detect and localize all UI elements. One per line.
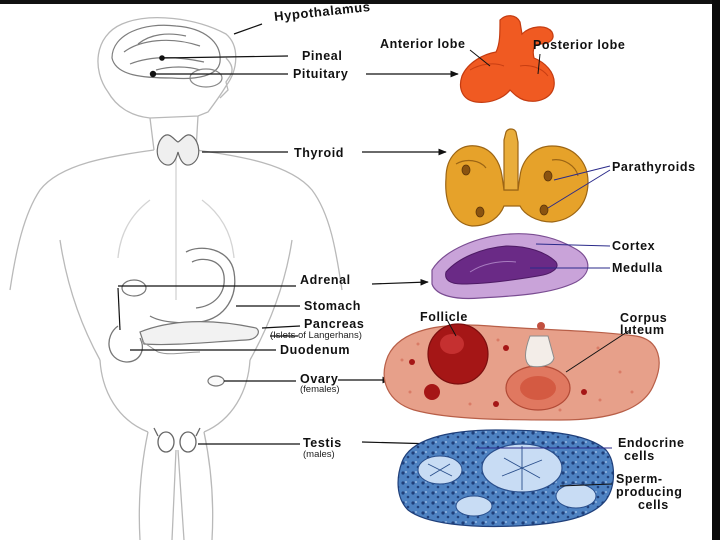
label-sperm-cells: cells <box>638 498 669 512</box>
label-pancreas: Pancreas <box>304 317 365 331</box>
parathyroid-leaders <box>547 165 611 209</box>
label-males: (males) <box>303 449 335 460</box>
label-testis: Testis <box>303 436 342 450</box>
label-pineal: Pineal <box>302 49 343 63</box>
body-thyroid <box>156 134 200 166</box>
adrenal-gland-icon <box>431 233 589 300</box>
pituitary-gland-icon <box>459 15 555 103</box>
brain-icon <box>111 24 221 80</box>
label-producing: producing <box>616 485 683 499</box>
label-females: (females) <box>300 384 340 395</box>
label-endocrine-cells: cells <box>624 449 655 463</box>
label-anterior-lobe: Anterior lobe <box>380 37 466 51</box>
label-endocrine: Endocrine <box>618 436 685 450</box>
body-ovary <box>207 375 225 387</box>
label-duodenum: Duodenum <box>280 343 351 357</box>
thyroid-gland-icon <box>445 128 589 227</box>
right-border <box>712 0 720 540</box>
ovary-icon <box>383 322 660 421</box>
label-posterior-lobe: Posterior lobe <box>533 38 626 52</box>
pituitary-dot <box>149 70 157 78</box>
label-pituitary: Pituitary <box>293 67 349 81</box>
label-parathyroids: Parathyroids <box>612 160 696 174</box>
label-ovary: Ovary <box>300 372 339 386</box>
body-pancreas <box>139 321 259 346</box>
pointer-lines <box>117 23 459 448</box>
label-islets: (Islets of Langerhans) <box>270 330 362 341</box>
label-cortex: Cortex <box>612 239 656 253</box>
body-outline <box>9 17 343 540</box>
ovary-texture <box>400 338 634 412</box>
pituitary-leaders <box>469 49 541 75</box>
label-stomach: Stomach <box>304 299 361 313</box>
body-testes <box>153 427 201 453</box>
label-sperm: Sperm- <box>616 472 663 486</box>
label-medulla: Medulla <box>612 261 663 275</box>
label-corpus: Corpus <box>620 311 668 325</box>
label-follicle: Follicle <box>420 310 468 324</box>
label-adrenal: Adrenal <box>300 273 351 287</box>
adrenal-leaders <box>530 243 611 269</box>
body-adrenal <box>121 279 147 297</box>
body-stomach <box>149 247 236 324</box>
cerebellum <box>189 68 223 88</box>
body-duodenum <box>108 325 143 363</box>
label-thyroid: Thyroid <box>294 146 345 160</box>
ovary-leaders <box>445 317 631 373</box>
pineal-dot <box>159 55 165 61</box>
label-luteum: luteum <box>620 323 665 337</box>
parathyroid-dots <box>461 164 553 218</box>
follicle <box>427 323 489 385</box>
testis-icon <box>397 429 615 528</box>
testis-leaders <box>476 447 613 487</box>
top-border <box>0 0 720 4</box>
